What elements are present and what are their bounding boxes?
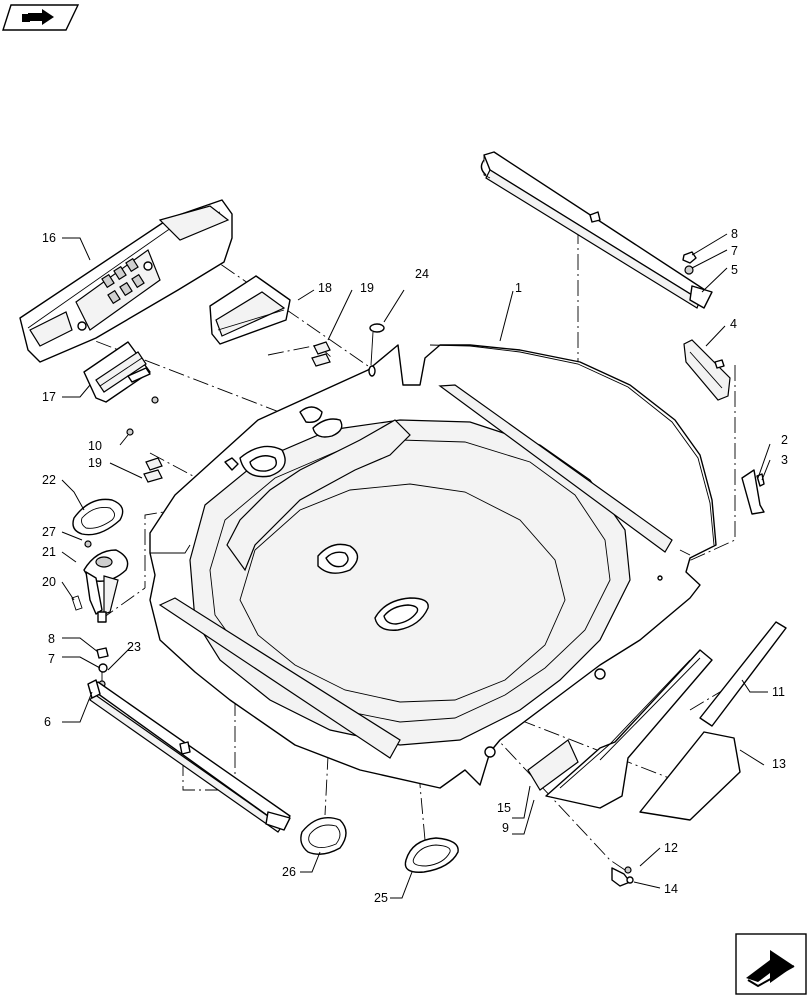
trim-ring xyxy=(404,837,459,873)
callout-19-lower: 19 xyxy=(88,456,102,470)
callout-19-upper: 19 xyxy=(360,281,374,295)
callout-21: 21 xyxy=(42,545,56,559)
overhead-console xyxy=(19,199,233,363)
screws xyxy=(126,396,159,436)
callout-15: 15 xyxy=(497,801,511,815)
prev-page-button[interactable] xyxy=(2,4,80,31)
callout-1: 1 xyxy=(515,281,522,295)
callout-16: 16 xyxy=(42,231,56,245)
trim-strip xyxy=(699,621,787,727)
lower-clip xyxy=(611,866,634,887)
arrow-forward-icon xyxy=(746,950,795,988)
center-bracket xyxy=(209,275,291,345)
upper-fasteners xyxy=(682,251,697,275)
callout-13: 13 xyxy=(772,757,786,771)
headliner-panel xyxy=(149,344,717,789)
front-rail xyxy=(87,679,291,833)
callout-25: 25 xyxy=(374,891,388,905)
callout-20: 20 xyxy=(42,575,56,589)
callout-8-upper: 8 xyxy=(731,227,738,241)
callout-27: 27 xyxy=(42,525,56,539)
callout-6: 6 xyxy=(44,715,51,729)
oval-bezel xyxy=(300,817,347,855)
clip-tapes xyxy=(143,341,331,483)
console-switch-panel xyxy=(77,257,153,331)
callout-17: 17 xyxy=(42,390,56,404)
bracket xyxy=(741,469,765,515)
callout-26: 26 xyxy=(282,865,296,879)
dome-light xyxy=(71,540,129,623)
callout-labels: 1 2 3 4 5 6 7 7 8 8 9 10 11 12 13 14 15 … xyxy=(42,227,788,905)
callout-3: 3 xyxy=(781,453,788,467)
callout-14: 14 xyxy=(664,882,678,896)
callout-2: 2 xyxy=(781,433,788,447)
callout-11: 11 xyxy=(772,685,785,699)
push-pin xyxy=(368,323,385,377)
callout-4: 4 xyxy=(730,317,737,331)
dome-light-bezel xyxy=(72,498,124,536)
leader-lines xyxy=(61,233,771,899)
storage-tray xyxy=(527,649,713,809)
callout-18: 18 xyxy=(318,281,332,295)
console-bracket xyxy=(83,341,151,403)
next-page-button[interactable] xyxy=(735,933,807,995)
callout-12: 12 xyxy=(664,841,678,855)
callout-22: 22 xyxy=(42,473,56,487)
arrow-back-icon xyxy=(22,9,54,25)
callout-10: 10 xyxy=(88,439,102,453)
callout-8-lower: 8 xyxy=(48,632,55,646)
callout-9: 9 xyxy=(502,821,509,835)
lower-fasteners xyxy=(96,647,109,688)
callout-24: 24 xyxy=(415,267,429,281)
callout-7-upper: 7 xyxy=(731,244,738,258)
sound-pad xyxy=(639,731,741,821)
mirror xyxy=(683,339,731,401)
callout-5: 5 xyxy=(731,263,738,277)
callout-23: 23 xyxy=(127,640,141,654)
rear-rail xyxy=(480,151,713,309)
callout-7-lower: 7 xyxy=(48,652,55,666)
